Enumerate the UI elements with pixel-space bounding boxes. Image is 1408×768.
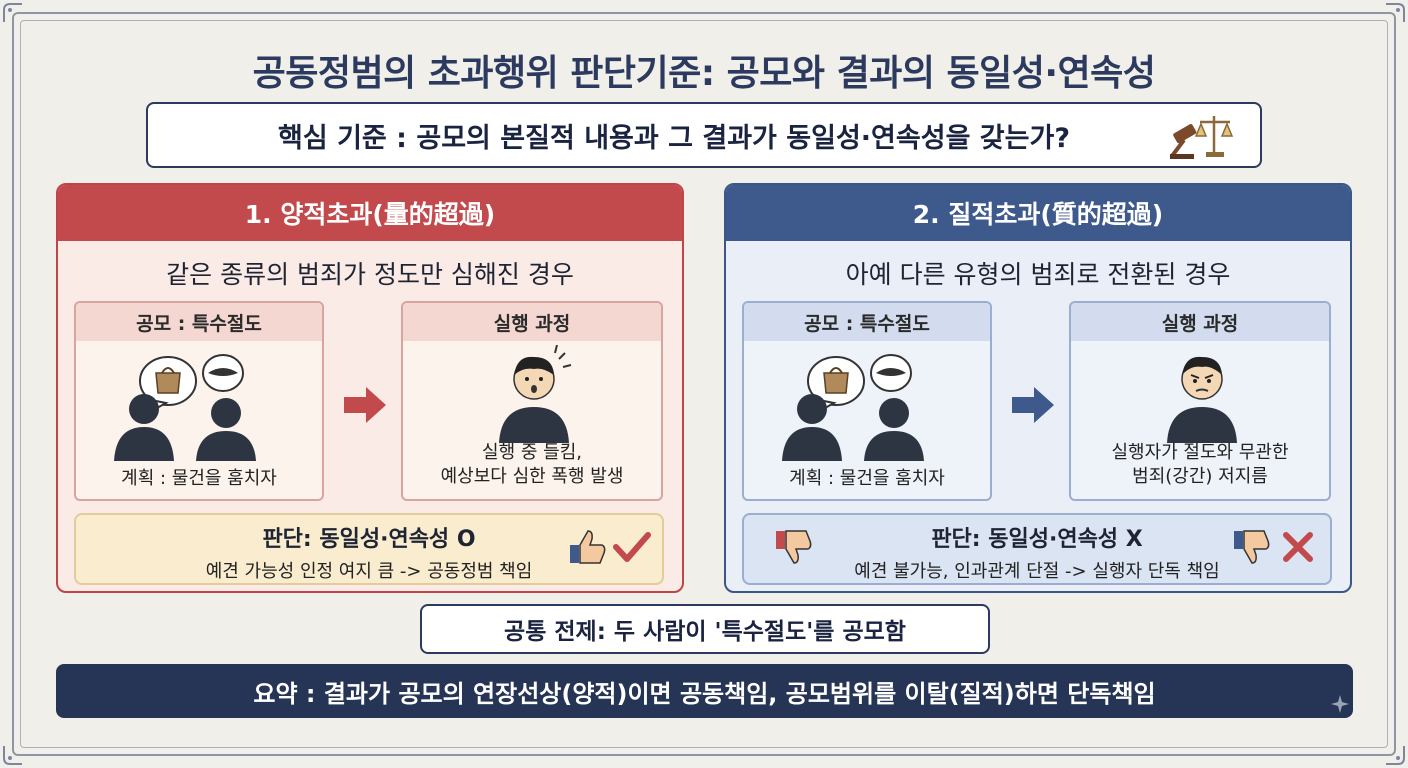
plan-card: 공모 : 특수절도 계획 : 물건을 훔치자 [74, 301, 324, 501]
execution-card: 실행 과정 실행 중 들킴, 예상보다 심한 폭행 발생 [401, 301, 663, 501]
sparkle-icon [1331, 695, 1349, 713]
page-title: 공동정범의 초과행위 판단기준: 공모와 결과의 동일성·연속성 [252, 53, 1156, 94]
panel-heading: 1. 양적초과(量的超過) [58, 185, 682, 241]
bag-icon [823, 372, 849, 394]
card-title: 실행 과정 [1071, 303, 1329, 341]
common-premise-box: 공통 전제: 두 사람이 '특수절도'를 공모함 [420, 604, 990, 654]
judgment-description: 예견 가능성 인정 여지 큼 -> 공동정범 책임 [205, 561, 533, 582]
plan-card: 공모 : 특수절도 계획 : 물건을 훔치자 [742, 301, 992, 501]
judgment-box: 판단: 동일성·연속성 X 예견 불가능, 인과관계 단절 -> 실행자 단독 … [742, 513, 1332, 585]
outer-frame [12, 12, 1396, 756]
card-caption: 계획 : 물건을 훔치자 [121, 468, 277, 489]
execution-card: 실행 과정 실행자가 절도와 무관한 범죄(강간) 저지름 [1069, 301, 1331, 501]
judgment-title: 판단: 동일성·연속성 O [262, 527, 476, 552]
key-criterion-box: 핵심 기준 : 공모의 본질적 내용과 그 결과가 동일성·연속성을 갖는가? [146, 102, 1262, 168]
key-criterion-text: 핵심 기준 : 공모의 본질적 내용과 그 결과가 동일성·연속성을 갖는가? [278, 122, 1070, 154]
panel-subtitle: 아예 다른 유형의 범죄로 전환된 경우 [845, 260, 1231, 289]
arrow-right-icon [344, 387, 386, 423]
card-caption: 계획 : 물건을 훔치자 [789, 468, 945, 489]
thumbs-down-icon [776, 530, 812, 564]
card-caption-line1: 실행자가 절도와 무관한 [1111, 442, 1289, 463]
card-title: 공모 : 특수절도 [744, 303, 990, 341]
gavel-scale-icon [1170, 116, 1234, 159]
panel-heading: 2. 질적초과(質的超過) [726, 185, 1350, 241]
judgment-title: 판단: 동일성·연속성 X [931, 527, 1143, 552]
card-caption-line2: 예상보다 심한 폭행 발생 [440, 466, 624, 487]
bag-icon [155, 372, 181, 394]
corner-ornament-icon [1384, 744, 1406, 766]
card-title: 실행 과정 [403, 303, 661, 341]
panel-subtitle: 같은 종류의 범죄가 정도만 심해진 경우 [166, 260, 574, 289]
quantitative-excess-panel: 1. 양적초과(量的超過) 같은 종류의 범죄가 정도만 심해진 경우 공모 :… [56, 183, 684, 593]
mask-icon [876, 368, 906, 376]
summary-bar: 요약 : 결과가 공모의 연장선상(양적)이면 공동책임, 공모범위를 이탈(질… [56, 664, 1353, 718]
corner-ornament-icon [2, 744, 24, 766]
check-icon [613, 532, 651, 562]
judgment-box: 판단: 동일성·연속성 O 예견 가능성 인정 여지 큼 -> 공동정범 책임 [74, 513, 664, 585]
arrow-right-icon [1012, 387, 1054, 423]
judgment-description: 예견 불가능, 인과관계 단절 -> 실행자 단독 책임 [854, 561, 1220, 582]
card-caption-line1: 실행 중 들킴, [482, 442, 582, 463]
card-title: 공모 : 특수절도 [76, 303, 322, 341]
thumbs-up-icon [570, 530, 606, 564]
card-caption-line2: 범죄(강간) 저지름 [1132, 466, 1268, 487]
conspirators-icon [782, 354, 924, 461]
surprised-person-icon [499, 345, 572, 443]
qualitative-excess-panel: 2. 질적초과(質的超過) 아예 다른 유형의 범죄로 전환된 경우 공모 : … [724, 183, 1352, 593]
corner-ornament-icon [1384, 2, 1406, 24]
angry-person-icon [1167, 356, 1237, 443]
mask-icon [208, 368, 238, 376]
thumbs-down-icon [1234, 530, 1270, 564]
conspirators-icon [114, 354, 256, 461]
inner-frame [20, 20, 1388, 748]
cross-icon [1283, 532, 1313, 562]
corner-ornament-icon [2, 2, 24, 24]
